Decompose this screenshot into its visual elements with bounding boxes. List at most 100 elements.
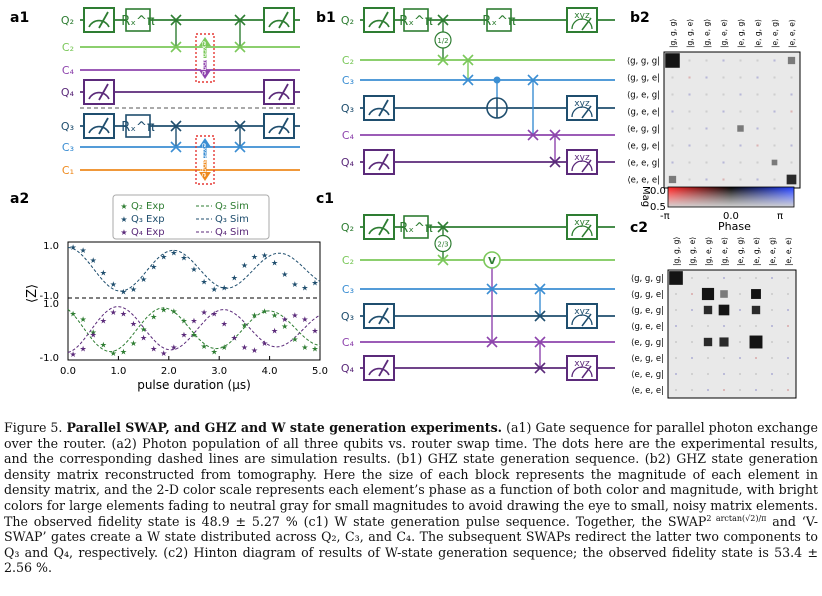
a1-measure-q3-end-needle — [278, 117, 289, 135]
c1-label-q4: Q₄ — [341, 362, 355, 375]
c2-cell-5-5 — [755, 357, 757, 359]
c2-cell-4-5 — [749, 335, 763, 349]
a2-point-s2-8: ★ — [150, 345, 157, 354]
a2-point-s0-7: ★ — [140, 325, 147, 334]
a2-point-s1-17: ★ — [241, 261, 248, 270]
b2-col-label-7: |e, e, e⟩ — [788, 19, 797, 48]
a2-xtick-1: 1.0 — [110, 366, 126, 377]
a1-rx-q3 — [125, 114, 151, 138]
b2-matrix-frame — [663, 51, 801, 189]
c1-measure-q2-start-needle — [378, 218, 389, 236]
b2-cell-5-5 — [756, 144, 759, 147]
a2-legend-sim-2: Q₄ Sim — [215, 227, 249, 238]
b2-cell-5-4 — [739, 144, 742, 147]
b2-col-label-5: |e, g, e⟩ — [754, 19, 763, 48]
b2-cell-3-2 — [705, 110, 708, 113]
c2-row-label-2: ⟨g, e, g| — [631, 306, 664, 316]
c2-col-label-2: |g, e, g⟩ — [704, 237, 713, 266]
a2-legend-exp-1: Q₃ Exp — [131, 214, 165, 225]
a2-point-s1-7: ★ — [140, 275, 147, 284]
a2-point-s0-1: ★ — [80, 315, 87, 324]
c2-cell-6-6 — [771, 373, 773, 375]
c2-cell-6-5 — [755, 373, 757, 375]
b1-rx-q2-second — [486, 8, 512, 32]
b2-row-label-4: ⟨e, g, g| — [627, 125, 660, 135]
c2-cell-3-6 — [771, 325, 773, 327]
c1-swap-c3-q3-bottom-b — [534, 310, 546, 322]
a2-point-s1-5: ★ — [120, 287, 127, 296]
a2-point-s1-0: ★ — [69, 243, 76, 252]
c1-rx-q2-label: Rₓ^π — [399, 221, 433, 236]
a2-point-s2-15: ★ — [221, 319, 228, 328]
b1-swap-c4-q4-top-b — [549, 129, 561, 141]
c2-cell-4-7 — [787, 341, 789, 343]
b2-cell-5-1 — [688, 144, 691, 147]
c2-cell-4-4 — [739, 341, 741, 343]
a2-point-s2-4: ★ — [110, 308, 117, 317]
b2-cell-6-7 — [790, 161, 793, 164]
c1-xyz-q3-arc — [571, 314, 593, 326]
c1-measure-q2-start-arc — [368, 226, 390, 235]
c1-xyz-q4-label: xyz — [574, 359, 590, 369]
c2-cell-3-0 — [675, 325, 677, 327]
b2-row-label-5: ⟨e, g, e| — [627, 142, 660, 152]
colorbar-mag-label: Mag — [640, 186, 651, 207]
b2-cell-4-1 — [688, 127, 691, 130]
b2-cell-3-5 — [756, 110, 759, 113]
a2-point-s0-21: ★ — [281, 322, 288, 331]
b2-cell-1-4 — [739, 76, 742, 79]
a2-point-s0-10: ★ — [170, 307, 177, 316]
colorbar-phase-tick-0: -π — [660, 211, 670, 222]
a2-legend-marker-1: ★ — [120, 215, 127, 224]
b1-measure-q2-start-arc — [368, 19, 390, 28]
a2-point-s2-11: ★ — [180, 331, 187, 340]
b2-cell-2-7 — [790, 93, 793, 96]
c2-cell-4-0 — [675, 341, 677, 343]
a2-point-s1-9: ★ — [160, 252, 167, 261]
a1-exchange-arrowhead-bottom-b — [199, 172, 211, 181]
a1-label-c1: C₁ — [62, 164, 74, 177]
c2-cell-6-7 — [787, 373, 789, 375]
b2-cell-2-2 — [705, 93, 708, 96]
b2-cell-2-0 — [671, 93, 674, 96]
c2-cell-6-3 — [723, 373, 725, 375]
c1-measure-q4-start-arc — [368, 367, 390, 376]
c2-col-label-7: |e, e, e⟩ — [784, 237, 793, 266]
b2-hinton: ⟨g, g, g|⟨g, g, e|⟨g, e, g|⟨g, e, e|⟨e, … — [627, 19, 801, 189]
a1-swap-q3-c3-top-b — [170, 120, 182, 132]
a2-point-s1-3: ★ — [100, 269, 107, 278]
c2-cell-5-7 — [787, 357, 789, 359]
c2-cell-0-2 — [707, 277, 709, 279]
a1-rx-q3-label: Rₓ^π — [121, 120, 155, 135]
a2-point-s1-2: ★ — [90, 256, 97, 265]
b1-xyz-q3-label: xyz — [574, 99, 590, 109]
a1-swap-q2-c2-back-top-b — [234, 14, 246, 26]
c2-cell-7-4 — [739, 389, 741, 391]
a1-measure-q2-start-needle — [98, 11, 109, 29]
a2-point-s2-6: ★ — [130, 319, 137, 328]
a2-legend-exp-0: Q₂ Exp — [131, 201, 165, 212]
c1-rx-q2 — [403, 215, 429, 239]
a2-legend-sim-0: Q₂ Sim — [215, 201, 249, 212]
b2-cell-2-4 — [739, 93, 742, 96]
b1-rx-q2 — [403, 8, 429, 32]
a2-point-s1-24: ★ — [311, 279, 318, 288]
colorbar-mag-fade — [668, 187, 794, 207]
b2-cell-6-0 — [671, 161, 674, 164]
a1-measure-q3-start-arc — [88, 125, 110, 134]
a2-legend-sim-1: Q₃ Sim — [215, 214, 249, 225]
a2-point-s0-24: ★ — [311, 345, 318, 354]
a2-point-s0-6: ★ — [130, 339, 137, 348]
c2-cell-5-2 — [707, 357, 709, 359]
b2-col-label-1: |g, g, e⟩ — [686, 19, 695, 48]
c2-cell-3-4 — [739, 325, 741, 327]
b2-cell-5-3 — [722, 144, 725, 147]
a2-point-s1-11: ★ — [180, 254, 187, 263]
c2-col-label-3: |g, e, e⟩ — [720, 237, 729, 266]
a1-swap-q2-c2-bottom-b — [170, 41, 182, 53]
a1-swap-q3-c3-back-top-b — [234, 120, 246, 132]
a2-point-s1-1: ★ — [80, 246, 87, 255]
a1-rx-q2 — [125, 8, 151, 32]
c2-col-label-6: |e, e, g⟩ — [768, 237, 777, 266]
